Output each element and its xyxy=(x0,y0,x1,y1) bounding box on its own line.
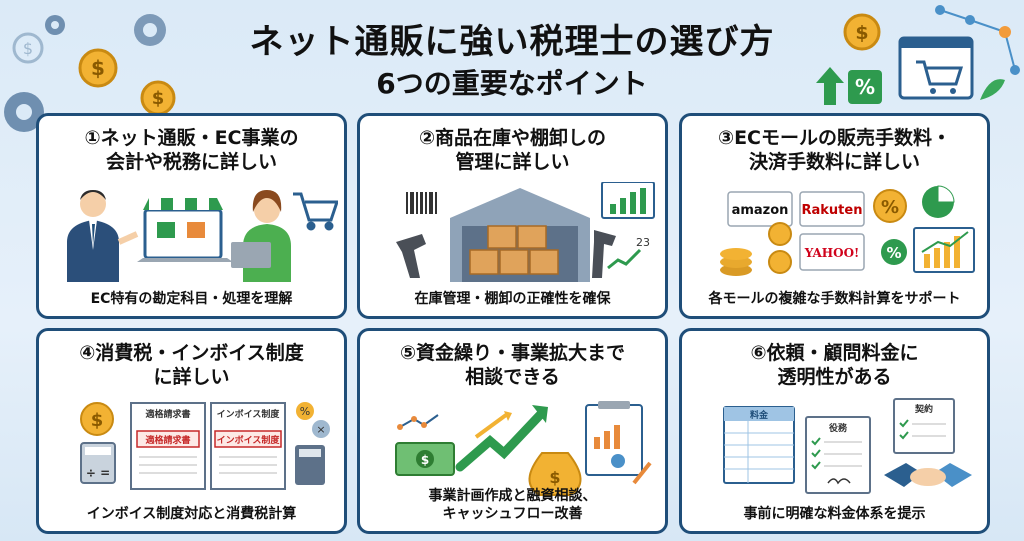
math-symbols-icon: % × xyxy=(295,402,330,485)
svg-text:$: $ xyxy=(91,56,105,80)
svg-text:amazon: amazon xyxy=(732,203,789,218)
svg-text:÷ =: ÷ = xyxy=(86,466,110,480)
calculator-icon: ÷ = xyxy=(80,442,116,484)
svg-text:$: $ xyxy=(855,22,868,44)
mall-logo-amazon: amazon xyxy=(727,191,793,227)
card-footer: 在庫管理・棚卸の正確性を確保 xyxy=(414,291,611,307)
card-6-illustration: 料金 役務 契約 xyxy=(723,398,972,494)
advisor-person-icon xyxy=(67,190,139,282)
svg-text:適格請求書: 適格請求書 xyxy=(145,408,190,420)
mall-logo-rakuten: Rakuten xyxy=(799,191,865,227)
growth-chart-icon xyxy=(913,227,975,273)
svg-text:%: % xyxy=(855,75,875,99)
svg-text:YAHOO!: YAHOO! xyxy=(804,246,860,260)
shopper-person-icon xyxy=(231,190,291,282)
cash-icon: $ xyxy=(395,442,455,476)
card-footer: 事業計画作成と融資相談、 キャッシュフロー改善 xyxy=(428,488,597,522)
page-title: ネット通販に強い税理士の選び方 xyxy=(249,22,775,62)
scanner-icon xyxy=(396,230,616,278)
svg-text:インボイス制度: インボイス制度 xyxy=(217,434,281,446)
svg-text:%: % xyxy=(300,405,310,418)
point-card-1: ①ネット通販・EC事業の 会計や税務に詳しい EC特有の勘定科目・処理を理解 xyxy=(36,113,347,319)
coin-stack-icon xyxy=(720,222,792,276)
svg-text:%: % xyxy=(881,197,899,218)
svg-text:23: 23 xyxy=(636,236,650,249)
background-gears-icon: $ $ $ xyxy=(4,14,176,132)
card-title: ①ネット通販・EC事業の 会計や税務に詳しい xyxy=(84,127,299,173)
svg-text:インボイス制度: インボイス制度 xyxy=(217,408,281,420)
handshake-icon xyxy=(884,463,972,487)
contract-icon: 契約 xyxy=(893,398,955,454)
svg-text:%: % xyxy=(886,244,901,262)
mall-logo-yahoo: YAHOO! xyxy=(799,233,865,271)
card-footer: 各モールの複雑な手数料計算をサポート xyxy=(708,291,961,307)
svg-text:×: × xyxy=(316,423,325,436)
card-5-illustration: $ $ xyxy=(395,401,652,496)
barcode-icon xyxy=(406,192,437,214)
card-3-illustration: amazon Rakuten YAHOO! % % xyxy=(720,185,975,276)
card-title: ④消費税・インボイス制度 に詳しい xyxy=(79,342,304,388)
bar-chart-icon: 23 xyxy=(601,182,655,270)
point-card-6: ⑥依頼・顧問料金に 透明性がある 料金 役務 契約 xyxy=(679,328,990,534)
point-card-5: ⑤資金繰り・事業拡大まで 相談できる $ $ 事業計画作成と融資相談、 xyxy=(357,328,668,534)
background-ecommerce-icon: $ % xyxy=(816,5,1020,105)
svg-text:$: $ xyxy=(91,410,104,431)
card-footer: インボイス制度対応と消費税計算 xyxy=(86,506,297,522)
percent-icon: % % xyxy=(873,189,907,265)
svg-text:$: $ xyxy=(23,39,33,58)
svg-text:Rakuten: Rakuten xyxy=(802,203,863,218)
growth-arrow-icon xyxy=(397,405,548,472)
svg-text:$: $ xyxy=(421,453,429,467)
coin-icon: $ xyxy=(80,402,114,436)
card-1-illustration xyxy=(67,190,338,282)
card-footer: 事前に明確な料金体系を提示 xyxy=(743,506,926,522)
point-card-3: ③ECモールの販売手数料・ 決済手数料に詳しい amazon Rakuten Y… xyxy=(679,113,990,319)
svg-text:役務: 役務 xyxy=(828,422,848,434)
card-title: ②商品在庫や棚卸しの 管理に詳しい xyxy=(418,127,607,173)
boxes-icon xyxy=(469,225,559,275)
card-title: ③ECモールの販売手数料・ 決済手数料に詳しい xyxy=(717,127,951,173)
svg-text:適格請求書: 適格請求書 xyxy=(145,434,190,446)
money-bag-icon: $ xyxy=(528,452,582,496)
svg-text:$: $ xyxy=(152,88,165,109)
svg-text:料金: 料金 xyxy=(750,409,769,421)
page-subtitle: 6つの重要なポイント xyxy=(376,67,648,100)
svg-text:$: $ xyxy=(549,468,560,487)
checklist-icon: 役務 xyxy=(805,416,871,494)
pie-chart-icon xyxy=(922,185,955,218)
card-2-illustration: 23 xyxy=(396,182,655,282)
card-4-illustration: $ ÷ = 適格請求書 適格請求書 インボイス制度 インボイス制度 % × xyxy=(80,402,330,490)
report-clipboard-icon xyxy=(585,401,652,485)
fee-table-icon: 料金 xyxy=(723,406,795,484)
shopping-cart-icon xyxy=(293,192,338,231)
point-card-4: ④消費税・インボイス制度 に詳しい $ ÷ = 適格請求書 適格請求書 インボイ… xyxy=(36,328,347,534)
point-card-2: ②商品在庫や棚卸しの 管理に詳しい 23 在庫管理・棚卸の正確性を xyxy=(357,113,668,319)
online-shop-laptop-icon xyxy=(137,198,233,262)
card-footer: EC特有の勘定科目・処理を理解 xyxy=(90,291,293,307)
card-title: ⑥依頼・顧問料金に 透明性がある xyxy=(750,342,919,388)
card-title: ⑤資金繰り・事業拡大まで 相談できる xyxy=(399,342,626,388)
svg-text:契約: 契約 xyxy=(914,403,933,415)
invoice-document-icon: 適格請求書 適格請求書 インボイス制度 インボイス制度 xyxy=(130,402,286,490)
